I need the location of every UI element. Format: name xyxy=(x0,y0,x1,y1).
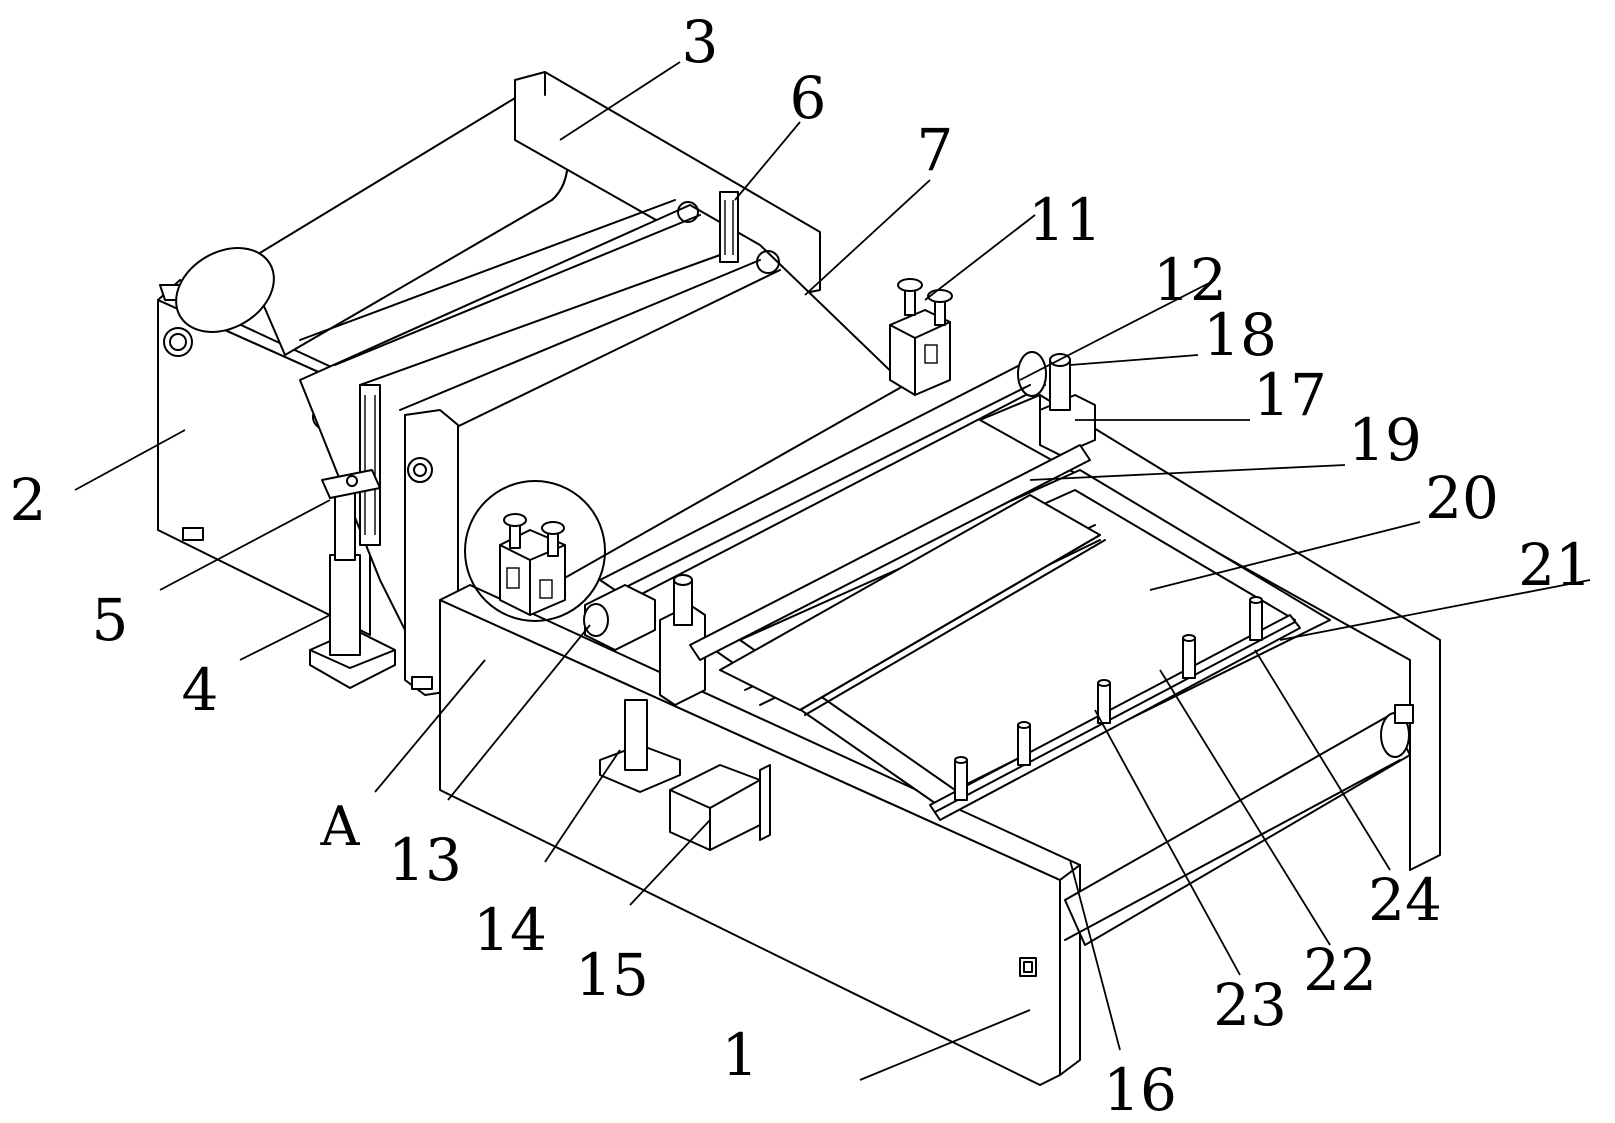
conveyor-16 xyxy=(1064,704,1414,946)
label-14: 14 xyxy=(473,896,547,964)
base-frame-1 xyxy=(439,584,1081,1086)
label-17: 17 xyxy=(1253,361,1327,429)
label-6: 6 xyxy=(790,64,827,132)
label-2: 2 xyxy=(10,466,47,534)
label-7: 7 xyxy=(917,116,954,184)
motor-13 xyxy=(583,584,656,651)
detail-circle-a xyxy=(464,480,606,622)
support-14 xyxy=(599,699,681,793)
lift-cylinder-4 xyxy=(309,469,396,689)
leader-lines xyxy=(74,61,1591,1081)
label-19: 19 xyxy=(1348,406,1422,474)
sheet-19 xyxy=(719,494,1106,716)
label-3: 3 xyxy=(682,8,719,76)
label-13: 13 xyxy=(388,826,462,894)
label-21: 21 xyxy=(1518,531,1592,599)
slot-bracket-6 xyxy=(719,191,739,263)
label-4: 4 xyxy=(182,656,219,724)
label-23: 23 xyxy=(1213,971,1287,1039)
label-18: 18 xyxy=(1203,301,1277,369)
motor-15 xyxy=(669,764,771,851)
label-22: 22 xyxy=(1303,936,1377,1004)
label-a: A xyxy=(320,795,361,858)
guide-posts xyxy=(659,353,1096,706)
part-labels: 1 2 3 4 5 6 7 11 12 13 14 15 16 17 18 19… xyxy=(10,8,1592,1123)
clamp-11 xyxy=(889,278,953,396)
label-16: 16 xyxy=(1103,1056,1177,1123)
label-11: 11 xyxy=(1028,186,1102,254)
pin-bar-23 xyxy=(929,596,1301,821)
label-1: 1 xyxy=(722,1021,759,1089)
label-20: 20 xyxy=(1425,464,1499,532)
label-5: 5 xyxy=(92,586,129,654)
label-12: 12 xyxy=(1153,246,1227,314)
label-24: 24 xyxy=(1368,866,1442,934)
label-15: 15 xyxy=(575,941,649,1009)
